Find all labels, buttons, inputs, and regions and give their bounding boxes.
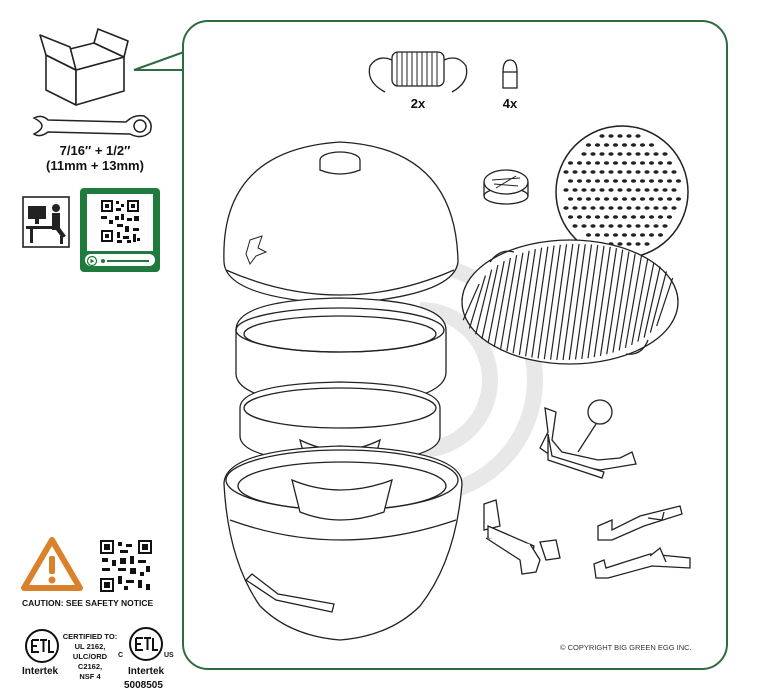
cert-line-3: ULC/ORD C2162, [72, 652, 108, 671]
etl-icon [25, 629, 59, 663]
egg-grill-exploded-illustration [223, 51, 691, 641]
bolt-quantity: 4x [502, 96, 518, 111]
fire-grate-part [555, 125, 689, 259]
base-part [223, 445, 463, 641]
dome-lid-part [223, 141, 459, 305]
spring-part [368, 51, 468, 93]
intertek-right: Intertek [128, 666, 165, 677]
etl-icon [129, 627, 163, 661]
thermometer-bracket-part [539, 399, 637, 479]
cert-line-4: NSF 4 [79, 672, 101, 681]
wrench-sizes-inches: 7/16″ + 1/2″ [59, 143, 131, 158]
callout-pointer [133, 51, 185, 71]
bolt-part [502, 59, 518, 89]
control-number: 5008505 [124, 680, 163, 691]
cert-line-1: CERTIFIED TO: [62, 632, 118, 641]
parts-callout-frame [182, 20, 728, 670]
us-mark: US [164, 652, 174, 659]
qr-code-icon[interactable] [100, 540, 152, 592]
wrench-sizes-mm: (11mm + 13mm) [46, 158, 144, 173]
warning-icon [21, 537, 83, 591]
qr-code-icon [87, 194, 153, 251]
damper-cap-part [483, 169, 529, 205]
right-bracket-part-a [597, 505, 683, 541]
qr-video-icon[interactable] [80, 188, 160, 272]
caution-text: CAUTION: SEE SAFETY NOTICE [22, 598, 154, 608]
box-icon [39, 28, 129, 106]
c-mark: C [118, 652, 124, 659]
certification-text: CERTIFIED TO: UL 2162, ULC/ORD C2162, NS… [60, 632, 120, 682]
right-bracket-part-b [593, 546, 691, 579]
intertek-left: Intertek [22, 666, 59, 677]
spring-quantity: 2x [410, 96, 426, 111]
wrench-icon [32, 114, 152, 138]
wrench-sizes: 7/16″ + 1/2″ (11mm + 13mm) [20, 143, 170, 173]
cooking-grid-part [461, 239, 679, 365]
left-bracket-part [483, 499, 561, 575]
copyright-text: © COPYRIGHT BIG GREEN EGG INC. [560, 643, 692, 652]
computer-user-icon [22, 196, 70, 248]
video-player-bar [85, 254, 155, 267]
cert-line-2: UL 2162, [74, 642, 106, 651]
